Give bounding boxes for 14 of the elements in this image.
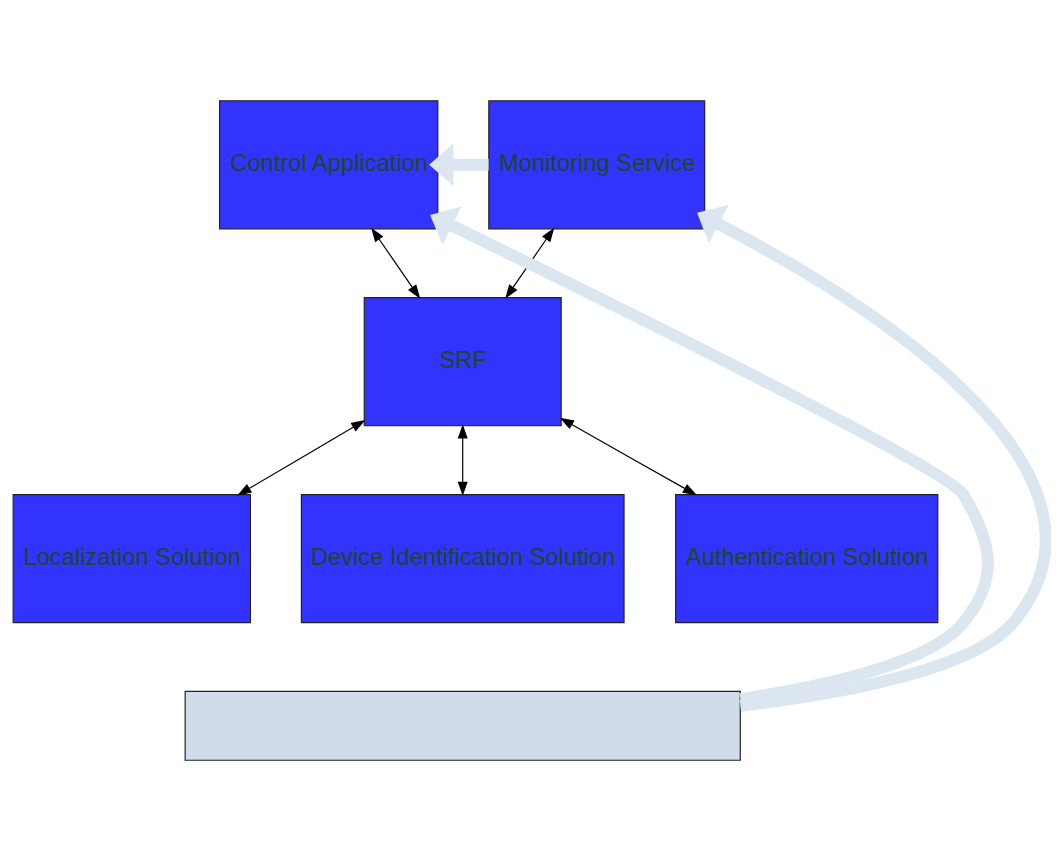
arrow (697, 205, 1051, 712)
node-box: Authentication Solution (675, 493, 939, 624)
arrow (237, 420, 366, 496)
arrow (559, 417, 697, 496)
arrow (371, 227, 421, 299)
node-box: Localization Solution (12, 493, 251, 624)
arrow (505, 227, 555, 299)
node-box (184, 690, 741, 761)
node-box: SRF (363, 297, 562, 427)
node-box: Device Identification Solution (300, 493, 625, 624)
node-box: Control Application (218, 100, 439, 230)
node-box: Monitoring Service (488, 100, 706, 230)
arrow (457, 424, 468, 497)
arrow (429, 143, 489, 187)
